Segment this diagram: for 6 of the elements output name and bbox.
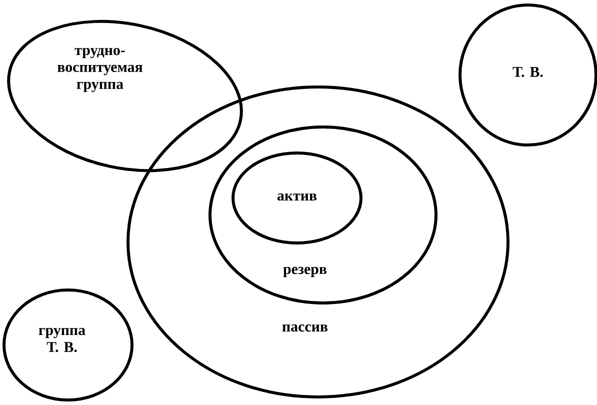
ring-label: резерв (283, 266, 326, 278)
ring-label: трудно- воспитуемая группа (58, 48, 142, 92)
ring-label: пассив (282, 324, 328, 332)
ring-label: группа Т. В. (38, 328, 86, 352)
ring-label: Т. В. (512, 67, 543, 77)
ring-label: актив (277, 193, 317, 201)
